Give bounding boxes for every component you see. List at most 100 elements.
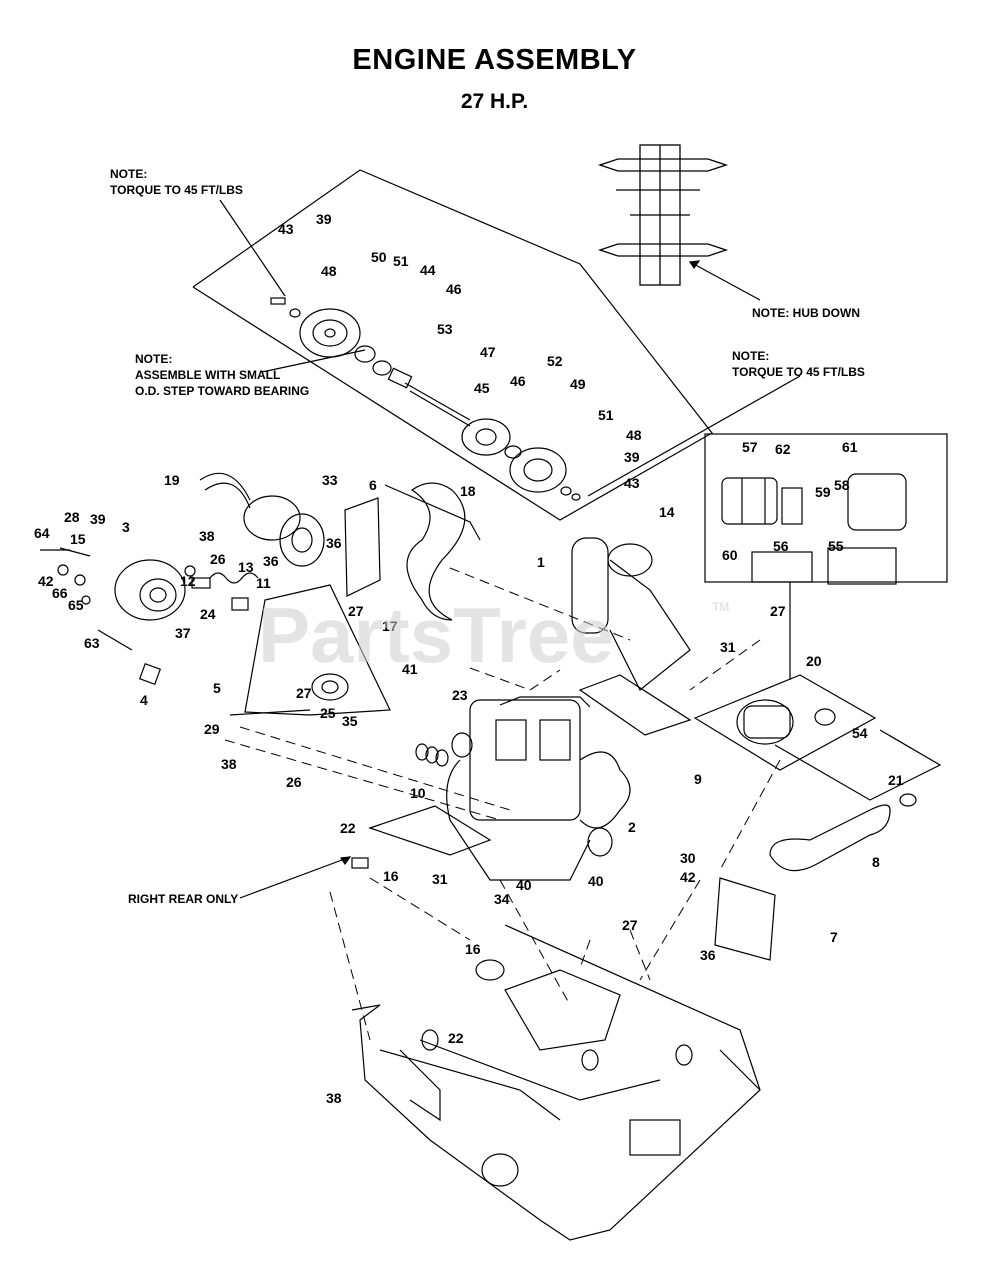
part-callout-27: 27 bbox=[770, 603, 786, 619]
part-callout-54: 54 bbox=[852, 725, 868, 741]
part-callout-29: 29 bbox=[204, 721, 220, 737]
part-callout-36: 36 bbox=[700, 947, 716, 963]
part-callout-11: 11 bbox=[256, 575, 271, 591]
part-callout-63: 63 bbox=[84, 635, 100, 651]
part-callout-38: 38 bbox=[326, 1090, 342, 1106]
part-callout-27: 27 bbox=[622, 917, 638, 933]
part-callout-17: 17 bbox=[382, 618, 398, 634]
part-callout-40: 40 bbox=[516, 877, 532, 893]
torque-note-left: NOTE: TORQUE TO 45 FT/LBS bbox=[110, 166, 243, 198]
part-callout-64: 64 bbox=[34, 525, 50, 541]
part-callout-40: 40 bbox=[588, 873, 604, 889]
part-callout-44: 44 bbox=[420, 262, 436, 278]
part-callout-20: 20 bbox=[806, 653, 822, 669]
part-callout-19: 19 bbox=[164, 472, 180, 488]
part-callout-38: 38 bbox=[221, 756, 237, 772]
part-callout-51: 51 bbox=[598, 407, 614, 423]
part-callout-49: 49 bbox=[570, 376, 586, 392]
part-callout-27: 27 bbox=[348, 603, 364, 619]
note-text: O.D. STEP TOWARD BEARING bbox=[135, 384, 310, 398]
part-callout-48: 48 bbox=[321, 263, 337, 279]
part-callout-4: 4 bbox=[140, 692, 148, 708]
part-callout-46: 46 bbox=[446, 281, 462, 297]
part-callout-1: 1 bbox=[537, 554, 545, 570]
part-callout-5: 5 bbox=[213, 680, 221, 696]
part-callout-58: 58 bbox=[834, 477, 850, 493]
part-callout-43: 43 bbox=[624, 475, 640, 491]
part-callout-8: 8 bbox=[872, 854, 880, 870]
part-callout-66: 66 bbox=[52, 585, 68, 601]
part-callout-38: 38 bbox=[199, 528, 215, 544]
part-callout-16: 16 bbox=[383, 868, 399, 884]
part-callout-42: 42 bbox=[38, 573, 54, 589]
part-callout-57: 57 bbox=[742, 439, 758, 455]
part-callout-2: 2 bbox=[628, 819, 636, 835]
air-filter-box bbox=[704, 433, 948, 583]
part-callout-50: 50 bbox=[371, 249, 387, 265]
pulley-stack-frame bbox=[192, 169, 713, 521]
part-callout-46: 46 bbox=[510, 373, 526, 389]
part-callout-26: 26 bbox=[210, 551, 226, 567]
part-callout-39: 39 bbox=[90, 511, 106, 527]
part-callout-14: 14 bbox=[659, 504, 675, 520]
engine-block bbox=[446, 696, 631, 881]
part-callout-30: 30 bbox=[680, 850, 696, 866]
part-callout-24: 24 bbox=[200, 606, 216, 622]
part-callout-62: 62 bbox=[775, 441, 791, 457]
watermark-brand: PartsTree bbox=[258, 591, 614, 679]
part-callout-43: 43 bbox=[278, 221, 294, 237]
part-callout-7: 7 bbox=[830, 929, 838, 945]
right-rear-note: RIGHT REAR ONLY bbox=[128, 892, 239, 906]
part-callout-33: 33 bbox=[322, 472, 338, 488]
part-callout-22: 22 bbox=[340, 820, 356, 836]
part-callout-60: 60 bbox=[722, 547, 738, 563]
assemble-note: NOTE: ASSEMBLE WITH SMALL O.D. STEP TOWA… bbox=[135, 351, 309, 399]
part-callout-27: 27 bbox=[296, 685, 312, 701]
part-callout-52: 52 bbox=[547, 353, 563, 369]
page-subtitle: 27 H.P. bbox=[460, 90, 529, 113]
part-callout-35: 35 bbox=[342, 713, 358, 729]
part-callout-65: 65 bbox=[68, 597, 84, 613]
part-callout-6: 6 bbox=[369, 477, 377, 493]
part-callout-36: 36 bbox=[326, 535, 342, 551]
part-callout-13: 13 bbox=[238, 559, 254, 575]
part-callout-39: 39 bbox=[316, 211, 332, 227]
part-callout-51: 51 bbox=[393, 253, 409, 269]
note-text: TORQUE TO 45 FT/LBS bbox=[110, 183, 243, 197]
part-callout-22: 22 bbox=[448, 1030, 464, 1046]
part-callout-15: 15 bbox=[70, 531, 86, 547]
watermark-tm: TM bbox=[712, 600, 730, 614]
part-callout-42: 42 bbox=[680, 869, 696, 885]
part-callout-23: 23 bbox=[452, 687, 468, 703]
muffler bbox=[571, 537, 609, 634]
part-callout-36: 36 bbox=[263, 553, 279, 569]
hub-down-note: NOTE: HUB DOWN bbox=[752, 306, 860, 320]
part-callout-10: 10 bbox=[410, 785, 426, 801]
part-callout-41: 41 bbox=[402, 661, 418, 677]
part-callout-59: 59 bbox=[815, 484, 831, 500]
part-callout-12: 12 bbox=[180, 573, 196, 589]
hub-detail bbox=[597, 144, 729, 286]
note-label: NOTE: bbox=[732, 349, 770, 363]
part-callout-9: 9 bbox=[694, 771, 702, 787]
part-callout-39: 39 bbox=[624, 449, 640, 465]
part-callout-16: 16 bbox=[465, 941, 481, 957]
note-label: NOTE: bbox=[110, 167, 148, 181]
part-callout-21: 21 bbox=[888, 772, 904, 788]
part-callout-53: 53 bbox=[437, 321, 453, 337]
part-callout-34: 34 bbox=[494, 891, 510, 907]
note-label: NOTE: bbox=[135, 352, 173, 366]
note-text: TORQUE TO 45 FT/LBS bbox=[732, 365, 865, 379]
note-text: ASSEMBLE WITH SMALL bbox=[135, 368, 281, 382]
part-callout-37: 37 bbox=[175, 625, 191, 641]
part-callout-26: 26 bbox=[286, 774, 302, 790]
part-callout-28: 28 bbox=[64, 509, 80, 525]
part-callout-61: 61 bbox=[842, 439, 858, 455]
air-cleaner-box bbox=[693, 674, 877, 771]
part-callout-55: 55 bbox=[828, 538, 844, 554]
engine-mount-bracket bbox=[244, 584, 391, 716]
part-callout-18: 18 bbox=[460, 483, 476, 499]
page-title: ENGINE ASSEMBLY bbox=[352, 44, 637, 76]
